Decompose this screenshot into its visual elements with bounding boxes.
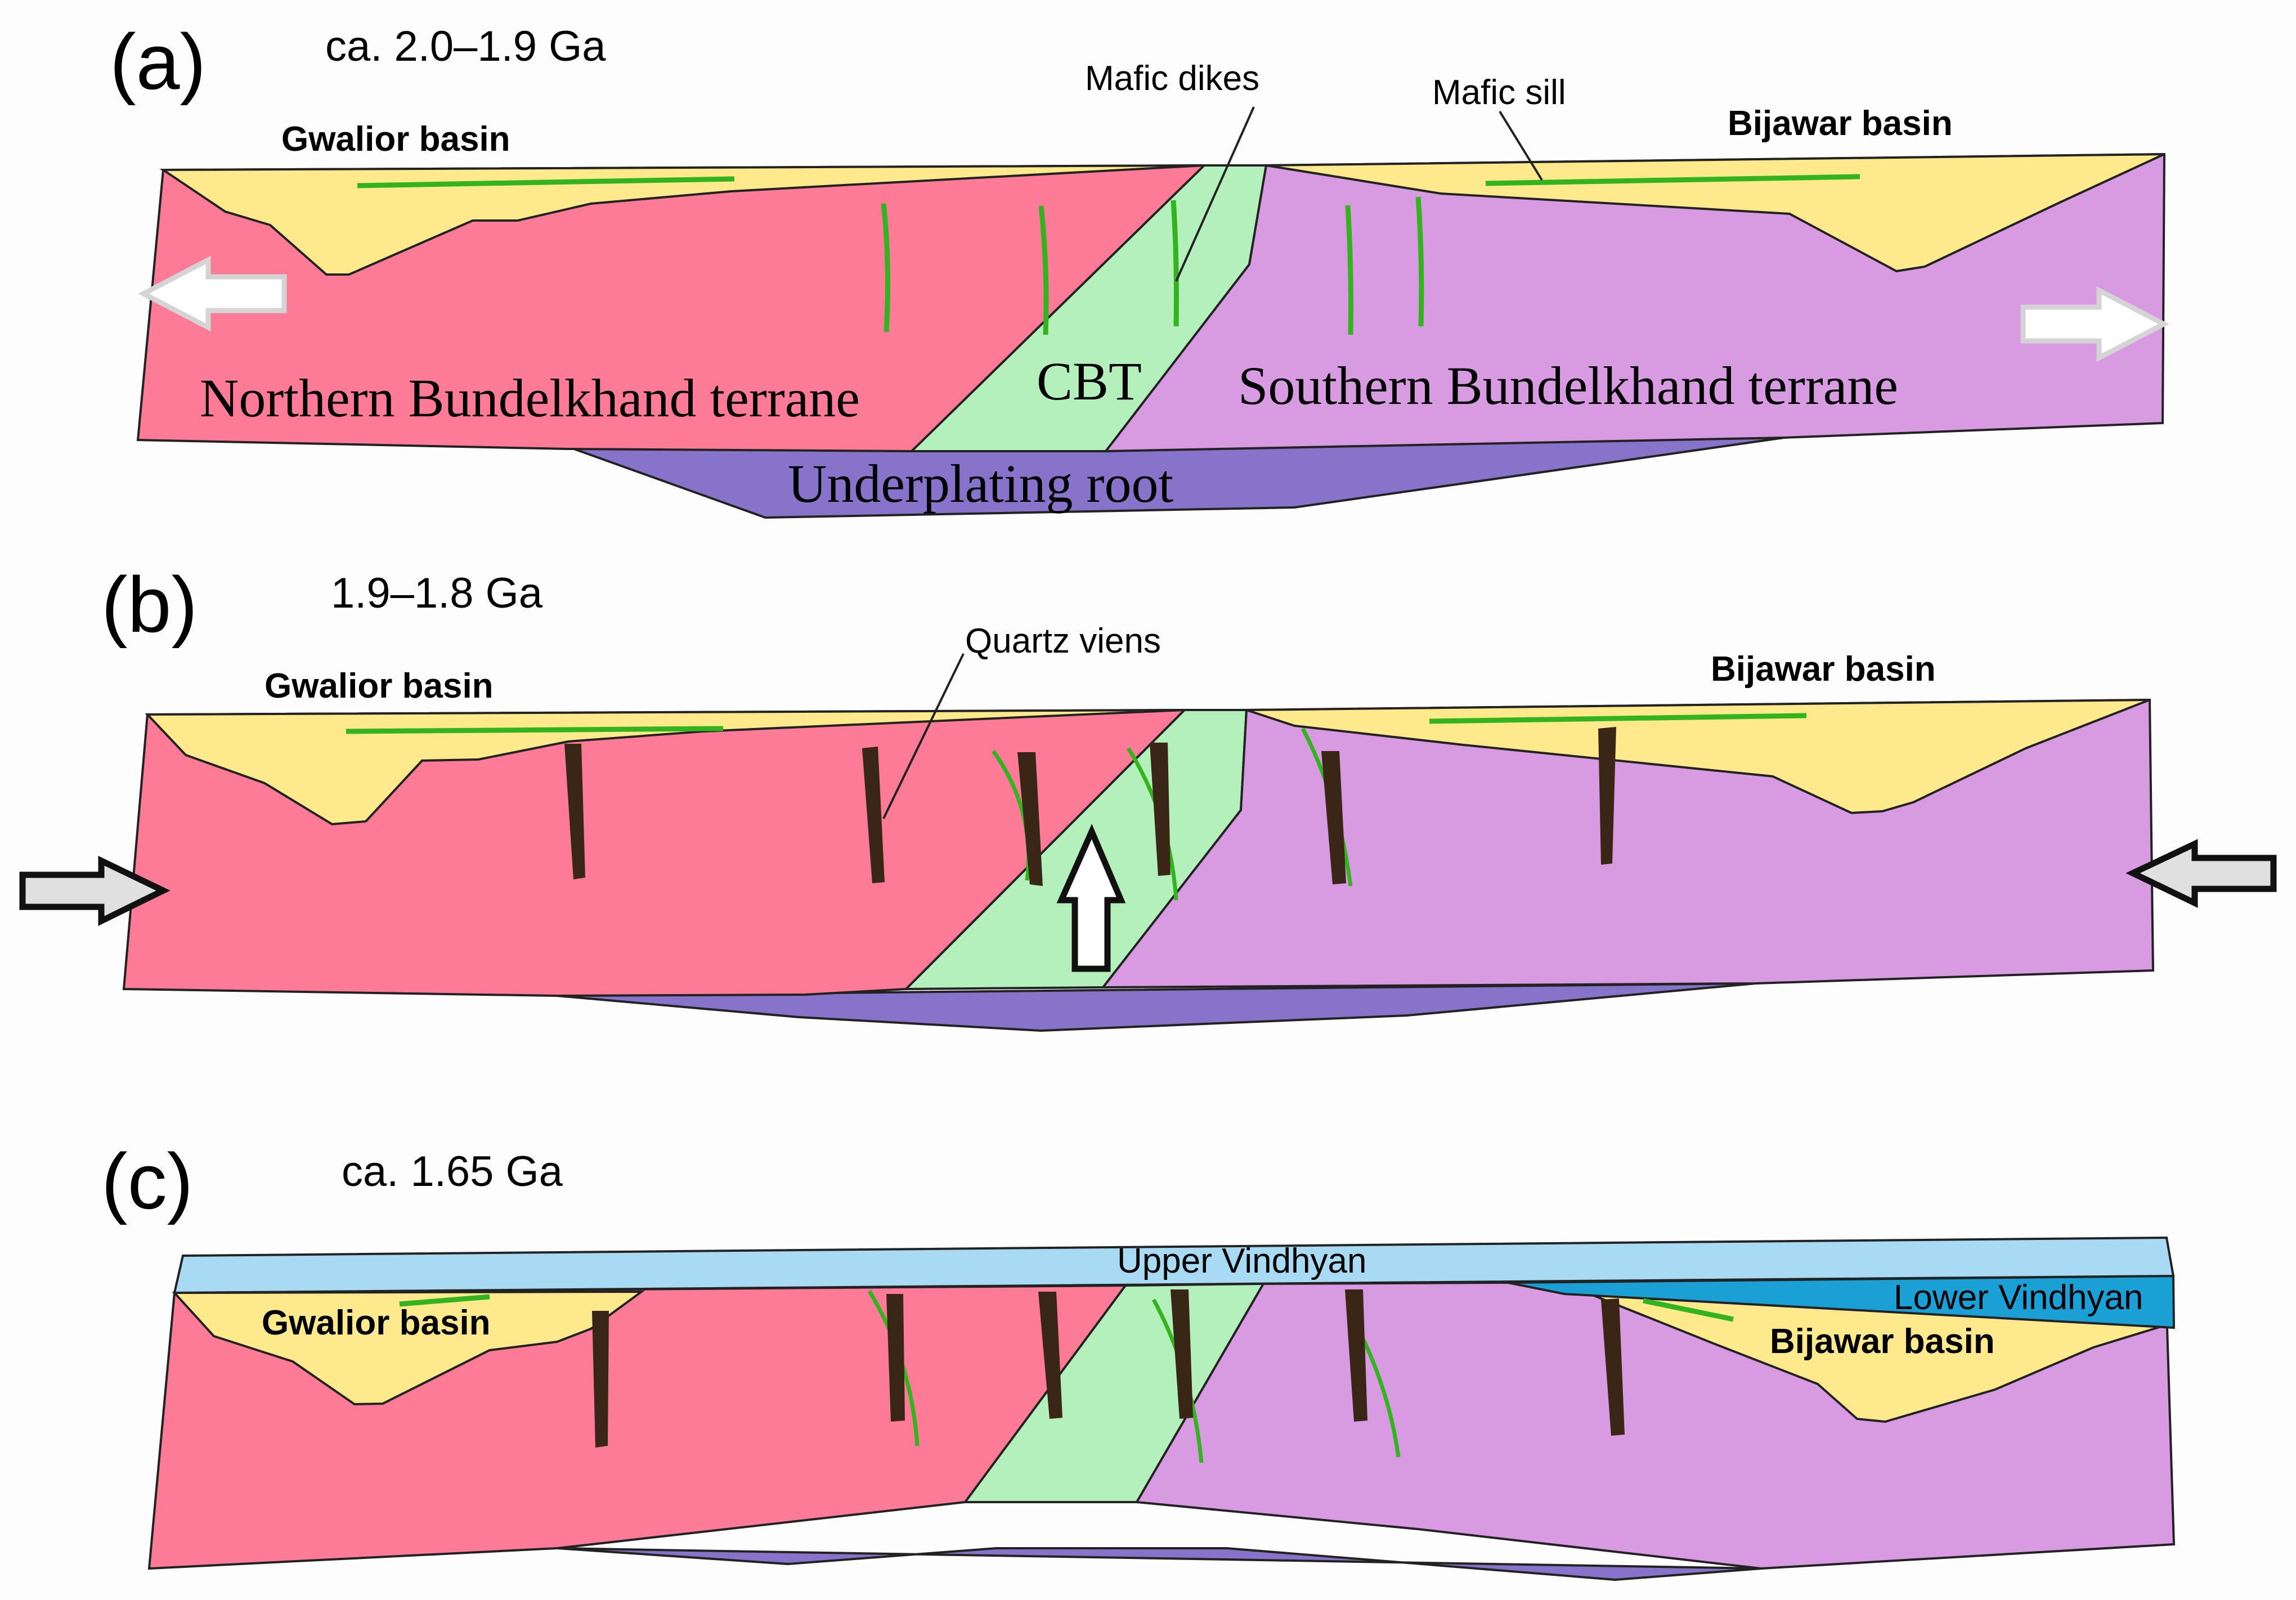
panel-letter-a: (a): [110, 17, 206, 106]
mafic-dike-a: [881, 203, 891, 332]
bijawar-basin-label-b: Bijawar basin: [1711, 650, 1936, 689]
panel-a: (a) ca. 2.0–1.9 Ga Gwalior basin Bijawar…: [110, 17, 2169, 519]
bijawar-basin-b: [1246, 699, 2150, 815]
leader-mafic-dikes: [1175, 106, 1255, 282]
quartz-vein-c: [1345, 1289, 1367, 1422]
leader-mafic-sill: [1499, 110, 1543, 181]
age-label-b: 1.9–1.8 Ga: [331, 569, 543, 617]
panel-letter-c: (c): [101, 1137, 193, 1225]
panel-c: (c) ca. 1.65 Ga Upper Vindhyan Lower Vin…: [101, 1137, 2176, 1581]
mafic-dike-a: [1345, 205, 1353, 335]
underplating-root-label: Underplating root: [788, 453, 1174, 514]
quartz-vein-c: [1601, 1298, 1625, 1436]
mafic-dike-a: [1415, 196, 1424, 327]
compression-arrow-right: [2125, 839, 2277, 908]
northern-terrane-label: Northern Bundelkhand terrane: [200, 368, 860, 428]
quartz-vein-b: [1150, 743, 1171, 876]
mafic-dike-c: [1360, 1335, 1401, 1458]
panel-b: (b) 1.9–1.8 Ga Gwalior basin Bijawar bas…: [19, 560, 2277, 1032]
gwalior-basin-c: [172, 1290, 645, 1406]
extension-arrow-right: [2020, 286, 2169, 362]
quartz-vein-c: [592, 1311, 609, 1448]
lower-vindhyan-label: Lower Vindhyan: [1894, 1278, 2143, 1317]
upper-vindhyan-layer: [173, 1236, 2175, 1295]
quartz-veins-label: Quartz viens: [965, 622, 1161, 660]
age-label-a: ca. 2.0–1.9 Ga: [325, 23, 606, 70]
uplift-arrow: [1056, 824, 1126, 972]
gwalior-basin-a: [159, 164, 1205, 276]
gwalior-basin-label-a: Gwalior basin: [281, 120, 510, 159]
quartz-vein-b: [862, 747, 885, 883]
mafic-sill-gwalior-c: [399, 1294, 490, 1307]
bijawar-basin-c: [1575, 1287, 2167, 1423]
quartz-vein-b: [564, 744, 585, 879]
mafic-sill-bijawar-a: [1485, 174, 1860, 186]
quartz-vein-b: [1321, 751, 1346, 884]
mafic-dike-a: [1038, 205, 1049, 335]
gwalior-basin-b: [145, 709, 1185, 826]
southern-terrane-label: Southern Bundelkhand terrane: [1238, 356, 1898, 416]
gwalior-basin-label-c: Gwalior basin: [262, 1304, 491, 1342]
age-label-c: ca. 1.65 Ga: [342, 1148, 563, 1195]
bijawar-basin-label-a: Bijawar basin: [1728, 104, 1953, 143]
leader-quartz-veins: [882, 653, 965, 819]
panel-letter-b: (b): [101, 560, 198, 649]
root-c: [557, 1547, 1762, 1581]
mafic-sill-bijawar-c: [1643, 1298, 1734, 1322]
quartz-vein-c: [1171, 1289, 1193, 1419]
quartz-vein-b: [1598, 727, 1616, 865]
mafic-sill-bijawar-b: [1429, 713, 1807, 724]
cbt-label: CBT: [1037, 351, 1142, 411]
quartz-vein-c: [1038, 1292, 1062, 1419]
compression-arrow-left: [19, 856, 171, 926]
upper-vindhyan-label: Upper Vindhyan: [1117, 1242, 1367, 1280]
mafic-dike-a: [1171, 200, 1179, 327]
extension-arrow-left: [138, 255, 287, 332]
mafic-dikes-label: Mafic dikes: [1085, 59, 1259, 98]
bijawar-basin-label-c: Bijawar basin: [1770, 1322, 1995, 1361]
mafic-sill-gwalior-b: [346, 726, 724, 734]
mafic-sill-label: Mafic sill: [1432, 73, 1566, 112]
quartz-vein-c: [886, 1294, 905, 1422]
mafic-sill-gwalior-a: [357, 176, 735, 188]
quartz-vein-b: [1017, 752, 1043, 886]
gwalior-basin-label-b: Gwalior basin: [264, 667, 494, 705]
